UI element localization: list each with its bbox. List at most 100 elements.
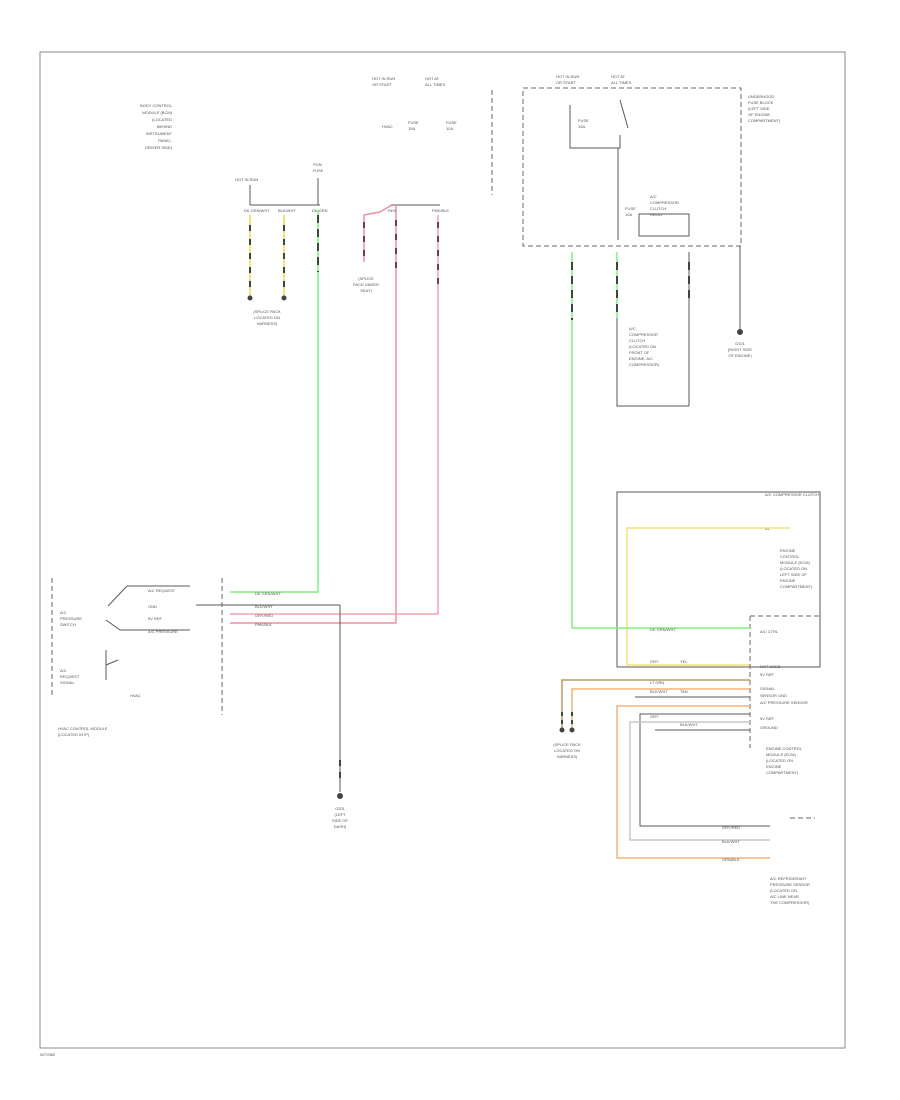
bcm-label-6: PANEL, [158,138,172,143]
underhood-fuse-block [522,87,742,247]
wire-pink-b [230,205,397,624]
svg-text:HOT IN RUN: HOT IN RUN [372,76,395,81]
svg-text:HARNESS): HARNESS) [257,321,278,326]
svg-text:CLUTCH: CLUTCH [629,338,645,343]
svg-text:DASH): DASH) [334,824,347,829]
svg-text:FUSE: FUSE [408,120,419,125]
svg-text:COMPARTMENT): COMPARTMENT) [766,770,799,775]
svg-text:A/C: A/C [650,194,657,199]
svg-text:GND: GND [148,604,157,609]
svg-text:DK GRN/WHT: DK GRN/WHT [255,591,281,596]
svg-text:CONTROL: CONTROL [780,554,800,559]
svg-text:HOT IN RUN: HOT IN RUN [556,74,579,79]
svg-text:HVAC: HVAC [382,124,393,129]
bcm-label-2: MODULE (BCM) [142,110,172,115]
svg-text:A/C PRESSURE: A/C PRESSURE [148,629,178,634]
svg-text:SIDE OF: SIDE OF [332,818,349,823]
svg-text:(LEFT SIDE: (LEFT SIDE [748,106,770,111]
hvac-switch-b [105,650,119,680]
svg-text:SIGNAL: SIGNAL [60,680,75,685]
svg-text:YEL: YEL [680,659,688,664]
svg-text:LOCATED ON: LOCATED ON [254,315,280,320]
svg-text:A/C PRESSURE SENSOR: A/C PRESSURE SENSOR [760,700,808,705]
svg-text:GRY/RED: GRY/RED [255,613,273,618]
svg-text:CLUTCH: CLUTCH [650,206,666,211]
svg-text:NOT USED: NOT USED [760,664,781,669]
ecm-wire-sensor-gray [629,721,770,841]
ground-right-label: G101 (RIGHT SIDE OF ENGINE) [728,341,752,358]
splice-mid-label: (SPLICE PACK UNDER SEAT) [353,276,379,293]
splice-left-label: (SPLICE PACK LOCATED ON HARNESS) [253,309,281,326]
svg-text:ENGINE: ENGINE [780,548,796,553]
svg-text:FUSE: FUSE [625,206,636,211]
bcm-label-5: INSTRUMENT [146,131,173,136]
svg-text:GRY: GRY [650,714,659,719]
svg-text:15A: 15A [578,124,585,129]
terminal-2 [281,295,287,301]
top-wire-labels: DK GRN DK GRN/WHT BLK/WHT RED PNK/BLK [244,208,449,213]
svg-text:BLK/WHT: BLK/WHT [650,689,668,694]
svg-text:BLK/WHT: BLK/WHT [255,604,273,609]
svg-text:HOT AT: HOT AT [425,76,440,81]
svg-text:10A: 10A [625,212,632,217]
svg-text:HVAC CONTROL MODULE: HVAC CONTROL MODULE [58,726,108,731]
svg-text:ENGINE, A/C: ENGINE, A/C [629,356,653,361]
svg-text:PNK/BLK: PNK/BLK [432,208,449,213]
ecm-body [616,491,821,668]
svg-text:DK GRN/WHT: DK GRN/WHT [244,208,270,213]
bcm-label-4: BEHIND [157,124,172,129]
ecm-wire-brown [561,679,750,728]
fuse-block-switch [619,99,629,129]
ecm-right-label: ENGINE CONTROL MODULE (ECM) (LOCATED ON … [780,548,813,589]
svg-text:G101: G101 [735,341,746,346]
bcm-label: BODY CONTROL MODULE (BCM) (LOCATED BEHIN… [140,103,173,150]
sensor-label: A/C REFRIGERANT PRESSURE SENSOR (LOCATED… [770,876,810,905]
svg-text:10A: 10A [446,126,453,131]
fuse-block-headers: HOT IN RUN OR START HOT AT ALL TIMES [556,74,632,85]
svg-text:PACK UNDER: PACK UNDER [353,282,379,287]
fuse-block-label: UNDERHOOD FUSE BLOCK (LEFT SIDE OF ENGIN… [748,94,781,123]
svg-text:GRY/RED: GRY/RED [722,825,740,830]
svg-text:SIGNAL: SIGNAL [760,686,775,691]
svg-text:A/C: A/C [629,326,636,331]
svg-text:LT GRN: LT GRN [650,680,664,685]
svg-text:A/C LINE NEAR: A/C LINE NEAR [770,894,799,899]
svg-text:LOCATED ON: LOCATED ON [554,748,580,753]
svg-text:(LOCATED ON: (LOCATED ON [780,566,807,571]
svg-text:(SPLICE PACK: (SPLICE PACK [253,309,281,314]
wire-pink-a [363,204,393,262]
svg-text:ENGINE CONTROL: ENGINE CONTROL [766,746,803,751]
svg-text:DK GRN: DK GRN [312,208,328,213]
svg-text:ENGINE: ENGINE [780,578,796,583]
ground-node-right [737,329,743,335]
svg-text:MODULE (ECM): MODULE (ECM) [766,752,796,757]
svg-text:A/C REQUEST: A/C REQUEST [148,588,176,593]
svg-text:BLK/WHT: BLK/WHT [722,839,740,844]
ecm-wire-labels: DK GRN/WHT GRY YEL LT GRN BLK/WHT TAN GR… [650,627,698,727]
left-ground-label: G201 (LEFT SIDE OF DASH) [332,806,349,829]
svg-text:UNDERHOOD: UNDERHOOD [748,94,774,99]
svg-text:5V REF: 5V REF [148,616,163,621]
splice-pin-label-left: PCM FUSE [313,162,324,173]
svg-text:COMPRESSOR): COMPRESSOR) [629,362,660,367]
top-mid-labels: HOT IN RUN OR START HOT AT ALL TIMES FUS… [372,76,457,131]
svg-text:REQUEST: REQUEST [60,674,80,679]
svg-text:HARNESS): HARNESS) [557,754,578,759]
sensor-wire-labels: GRY/RED BLK/WHT ORN/BLK [722,825,740,862]
svg-text:COMPRESSOR: COMPRESSOR [650,200,679,205]
svg-text:FUSE: FUSE [578,118,589,123]
svg-text:THE COMPRESSOR): THE COMPRESSOR) [770,900,810,905]
svg-text:ALL TIMES: ALL TIMES [611,80,632,85]
svg-text:COMPARTMENT): COMPARTMENT) [780,584,813,589]
svg-text:PRESSURE SENSOR: PRESSURE SENSOR [770,882,810,887]
svg-text:FUSE: FUSE [446,120,457,125]
bcm-label-1: BODY CONTROL [140,103,173,108]
svg-text:ALL TIMES: ALL TIMES [425,82,446,87]
svg-text:FRONT OF: FRONT OF [629,350,650,355]
svg-text:RED: RED [388,208,397,213]
svg-text:(LOCATED ON: (LOCATED ON [770,888,797,893]
svg-text:HVAC: HVAC [130,693,141,698]
svg-text:ORN/BLK: ORN/BLK [722,857,740,862]
hvac-pin-labels: A/C REQUEST GND 5V REF A/C PRESSURE A/C … [58,588,178,737]
